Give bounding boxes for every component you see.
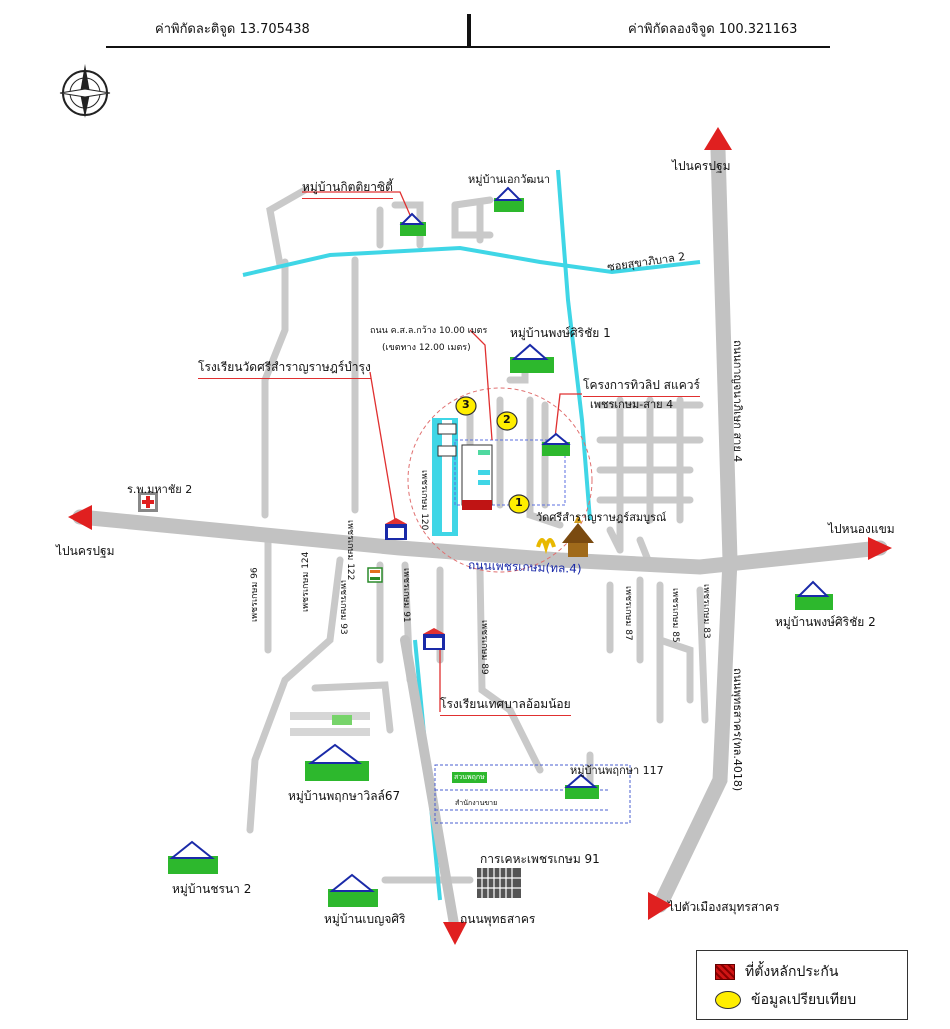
arrow-left-icon [68, 505, 92, 530]
label-pruksa117: หมู่บ้านพฤกษา 117 [570, 764, 664, 777]
header-divider [467, 14, 471, 48]
label-road-reserve: (เขตทาง 12.00 เมตร) [382, 343, 471, 353]
soi-label-93: เพชรเกษม 93 [338, 580, 348, 635]
marker-label-3: 3 [462, 398, 470, 411]
label-ekwattana: หมู่บ้านเอกวัฒนา [468, 173, 551, 186]
marker-label-1: 1 [515, 496, 523, 509]
project-block [432, 418, 566, 536]
label-phuttasakhon: ถนนพุทธสาคร [460, 912, 536, 926]
house-icon-bencharat [328, 873, 378, 907]
longitude-label: ค่าพิกัดลองจิจูด 100.321163 [628, 22, 798, 37]
house-icon-ptmonthon [305, 743, 369, 781]
latitude-label: ค่าพิกัดละติจูด 13.705438 [155, 22, 310, 37]
convenience-store-icon [367, 567, 383, 583]
label-pongsiri1: หมู่บ้านพงษ์ศิริชัย 1 [510, 326, 611, 340]
map-legend: ที่ตั้งหลักประกัน ข้อมูลเปรียบเทียบ [696, 950, 908, 1020]
school-icon-thesaban [423, 628, 445, 650]
soi-label-89: เพชรเกษม 89 [479, 620, 489, 675]
pointer-lines [302, 191, 582, 712]
label-to-samutsakhon: ไปตัวเมืองสมุทรสาคร [668, 900, 780, 914]
house-icon-pruksa117 [564, 773, 599, 799]
soi-label-91: เพชรเกษม 91 [401, 568, 411, 623]
label-tulip: โครงการทิวลิป สแควร์ [583, 376, 700, 397]
house-icon-pongsiri2 [795, 580, 833, 610]
comparison-circle-icon [715, 991, 741, 1009]
road-label-phutthasakhon: ถนนพุทธสาคร(ทล.4018) [731, 668, 744, 792]
house-icon-pongsiri1 [510, 343, 554, 373]
header-rule-left [106, 46, 470, 48]
comparison-markers [455, 396, 530, 514]
label-road-width: ถนน ค.ส.ล.กว้าง 10.00 เมตร [370, 326, 488, 336]
label-school-wat: โรงเรียนวัดศรีสำราญราษฎร์บำรุง [198, 358, 371, 379]
arrow-right-icon [868, 537, 892, 560]
soi-label-87: เพชรเกษม 87 [623, 586, 633, 641]
label-kittiya: หมู่บ้านกิตติยาซิตี้ [302, 178, 393, 199]
legend-item-collateral: ที่ตั้งหลักประกัน [715, 961, 838, 983]
coordinates-header: ค่าพิกัดละติจูด 13.705438 ค่าพิกัดลองจิจ… [0, 0, 950, 60]
direction-arrows [68, 127, 892, 945]
label-to-nakhonpathom-top: ไปนครปฐม [672, 159, 731, 173]
soi-label-83: เพชรเกษม 83 [701, 584, 711, 639]
marker-3 [455, 396, 477, 416]
project-area-circle [407, 387, 593, 573]
main-roads [72, 142, 888, 935]
label-wat-srisamran: วัดศรีสำราญราษฎร์สมบูรณ์ [536, 511, 667, 524]
label-hospital: ร.พ.มหาชัย 2 [127, 483, 193, 496]
label-kaeha: การเคหะเพชรเกษม 91 [480, 852, 600, 866]
north-compass-icon [59, 64, 111, 118]
label-to-nongkhaem: ไปหนองแขม [828, 522, 895, 536]
label-pongsiri2: หมู่บ้านพงษ์ศิริชัย 2 [775, 615, 876, 629]
label-sales-office: สำนักงานขาย [455, 799, 498, 807]
legend-label-collateral: ที่ตั้งหลักประกัน [745, 964, 839, 980]
soi-label-120: เพชรเกษม 120 [419, 470, 429, 531]
kaeha-buildings [477, 868, 521, 898]
marker-2 [496, 411, 518, 431]
house-icon-borisut [168, 840, 218, 874]
marker-label-2: 2 [503, 413, 511, 426]
house-icon-kittiya [399, 212, 426, 236]
school-icons [385, 518, 445, 650]
house-icon-ekwattana [493, 186, 524, 212]
temple-icon [562, 515, 594, 557]
label-borisut: หมู่บ้านชรนา 2 [172, 882, 252, 896]
village-house-icons [168, 186, 833, 907]
label-to-nakhonpathom-left: ไปนครปฐม [56, 544, 115, 558]
school-icon-wat [385, 518, 407, 540]
housing-plots [290, 712, 370, 736]
label-bencharat: หมู่บ้านเบญจศิริ [324, 912, 406, 926]
arrow-down-icon [443, 922, 467, 945]
label-petchkasem-road: ถนนเพชรเกษม(ทล.4) [467, 558, 582, 576]
label-sales-garden: สวนพฤกษ [452, 772, 487, 783]
road-label-kanchana: ถนนกาญจนาภิเษก สาย 4 [731, 340, 744, 463]
legend-item-comparison: ข้อมูลเปรียบเทียบ [715, 989, 856, 1011]
arrow-down-right-icon [648, 892, 672, 920]
soi-label-85: เพชรเกษม 85 [670, 588, 680, 643]
label-school-thesaban: โรงเรียนเทศบาลอ้อมน้อย [440, 695, 571, 716]
collateral-square-icon [715, 964, 735, 980]
legend-label-comparison: ข้อมูลเปรียบเทียบ [751, 992, 857, 1008]
marker-1 [508, 494, 530, 514]
label-petchkasem-sai4: เพชรเกษม-สาย 4 [590, 398, 674, 411]
soi-label-122: เพชรเกษม 122 [345, 520, 355, 581]
arrow-up-icon [704, 127, 732, 150]
label-ptmonthon: หมู่บ้านพฤกษาวิลล์67 [288, 789, 401, 803]
restaurant-icon [536, 538, 556, 555]
soi-label-96: เพชรเกษม 96 [250, 567, 260, 622]
house-icon-tulip [541, 432, 571, 456]
soi-label-124: เพชรเกษม 124 [301, 551, 311, 612]
hospital-icon [138, 492, 158, 512]
header-rule-right [470, 46, 830, 48]
